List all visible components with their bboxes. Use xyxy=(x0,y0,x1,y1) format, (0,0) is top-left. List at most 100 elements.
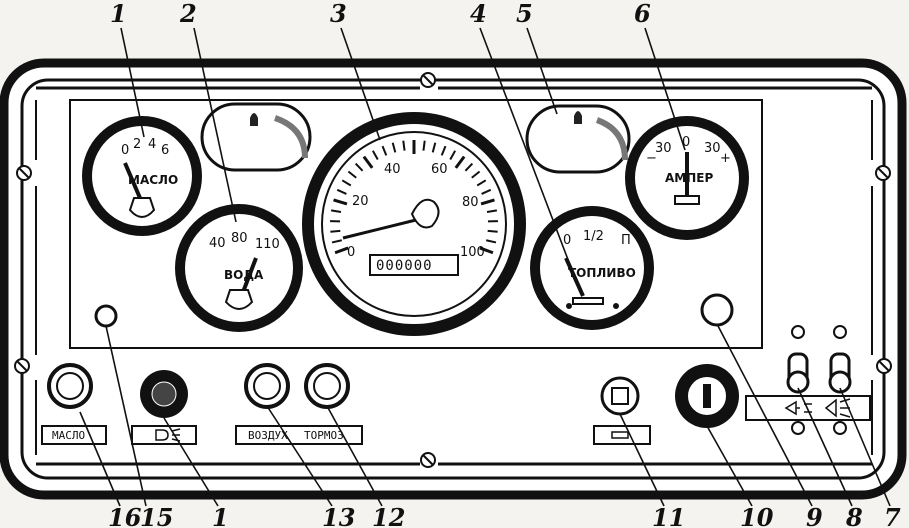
ignition-switch[interactable] xyxy=(675,364,739,428)
fuel-tick-full: П xyxy=(621,233,631,248)
speedometer-tick xyxy=(440,145,447,156)
panel-frame-inner xyxy=(20,78,886,480)
callout-7: 7 xyxy=(884,503,901,528)
callout-9: 9 xyxy=(806,503,823,528)
callout-10: 10 xyxy=(740,503,774,528)
speed-tick-0: 0 xyxy=(347,245,355,260)
oil-plate-label: МАСЛО xyxy=(52,429,85,442)
speed-tick-60: 60 xyxy=(431,162,448,177)
headlight-switch-button[interactable] xyxy=(140,370,188,418)
speedometer-tick xyxy=(402,140,406,151)
speedometer-tick xyxy=(391,142,397,153)
oil-tick-0: 0 xyxy=(121,143,129,158)
speedometer-tick xyxy=(334,246,349,255)
speedometer-tick xyxy=(362,155,374,169)
pilot-light-left xyxy=(94,304,118,328)
speedometer-tick xyxy=(481,188,492,195)
speedometer-tick xyxy=(331,239,343,244)
callout-8: 8 xyxy=(845,503,863,528)
ammeter-minus: − xyxy=(646,151,657,166)
air-brake-plate: ВОЗДУХ ТОРМОЗ xyxy=(235,425,363,445)
speedometer-tick xyxy=(464,162,474,172)
oil-tick-2: 2 xyxy=(133,137,141,152)
callout-4: 4 xyxy=(470,0,487,28)
frame-screws xyxy=(14,72,892,468)
fuel-tick-empty: 0 xyxy=(563,233,571,248)
speedometer-tick xyxy=(381,145,388,156)
callout-6: 6 xyxy=(634,0,651,28)
speedometer-tick xyxy=(431,142,437,153)
speedometer-tick xyxy=(371,150,379,160)
fan-icon xyxy=(784,400,812,416)
water-temperature-gauge: 40 80 110 ВОДА xyxy=(175,204,303,332)
callout-numbers: 1 2 3 4 5 6 16 15 1 13 12 11 10 9 8 7 xyxy=(108,0,901,528)
speedometer-tick xyxy=(480,198,495,206)
brake-lamp xyxy=(304,363,350,409)
instrument-light-switch[interactable] xyxy=(600,376,640,416)
speedometer: 0 20 40 60 80 100 000000 xyxy=(302,112,526,336)
speedometer-tick xyxy=(471,170,481,179)
speed-tick-100: 100 xyxy=(460,245,485,260)
speedometer-tick xyxy=(486,209,498,213)
leader-lines xyxy=(79,27,891,507)
oil-tick-6: 6 xyxy=(161,143,169,158)
speedometer-tick-marks xyxy=(330,140,498,255)
oil-tick-4: 4 xyxy=(148,137,156,152)
warning-lamp-right xyxy=(525,104,631,174)
speed-tick-80: 80 xyxy=(462,195,479,210)
water-tick-110: 110 xyxy=(255,237,280,252)
speedometer-tick xyxy=(333,198,348,206)
speedometer-tick xyxy=(485,239,497,244)
speedometer-needle xyxy=(342,216,425,240)
speedometer-tick xyxy=(449,150,457,160)
fuel-gauge-title: ТОПЛИВО xyxy=(568,266,636,280)
panel-light-plate xyxy=(593,425,651,445)
callout-5: 5 xyxy=(516,0,533,28)
headlight-plate xyxy=(131,425,197,445)
ammeter-title: АМПЕР xyxy=(665,171,713,185)
speedometer-tick xyxy=(487,229,498,233)
speed-tick-20: 20 xyxy=(352,194,369,209)
speedometer-tick xyxy=(341,179,352,187)
speedometer-tick xyxy=(330,229,341,233)
callout-15: 15 xyxy=(140,503,173,528)
callout-2: 2 xyxy=(179,0,197,28)
fuel-gauge: 0 1/2 П ТОПЛИВО xyxy=(530,206,654,330)
speedometer-tick xyxy=(354,162,364,172)
odometer-window xyxy=(369,254,459,276)
ammeter-tick-pos30: 30 xyxy=(704,141,721,156)
fuel-tick-half: 1/2 xyxy=(583,229,604,244)
headlight-icon xyxy=(155,428,181,442)
oil-pressure-gauge: 0 2 4 6 МАСЛО xyxy=(82,116,202,236)
speedometer-tick xyxy=(422,140,426,151)
speedometer-tick xyxy=(454,155,466,169)
warning-lamp-left xyxy=(200,102,312,172)
oil-warning-lamp xyxy=(47,363,93,409)
callout-16: 16 xyxy=(108,503,142,528)
speedometer-tick xyxy=(476,179,487,187)
callout-11: 11 xyxy=(652,503,685,528)
pilot-light-right xyxy=(700,293,734,327)
water-gauge-title: ВОДА xyxy=(224,268,264,282)
ammeter-tick-neg30: 30 xyxy=(655,141,672,156)
brake-plate-label: ТОРМОЗ xyxy=(304,429,344,442)
toggle-switch-heater[interactable] xyxy=(828,325,852,435)
ammeter-tick-0: 0 xyxy=(682,135,690,150)
callout-3: 3 xyxy=(330,0,347,28)
ammeter-plus: + xyxy=(720,151,731,166)
callout-1: 1 xyxy=(110,0,127,28)
ammeter: − 30 0 30 + АМПЕР xyxy=(625,116,749,240)
panel-light-icon xyxy=(611,431,629,439)
water-tick-80: 80 xyxy=(231,231,248,246)
oil-gauge-title: МАСЛО xyxy=(128,173,178,187)
callout-12: 12 xyxy=(372,503,405,528)
air-pressure-lamp xyxy=(244,363,290,409)
speedometer-tick xyxy=(347,170,357,179)
toggle-switch-wiper[interactable] xyxy=(786,325,810,435)
oil-plate: МАСЛО xyxy=(41,425,107,445)
water-tick-40: 40 xyxy=(209,236,226,251)
speedometer-tick xyxy=(479,246,494,255)
odometer-digits: 000000 xyxy=(376,258,433,274)
speedometer-tick xyxy=(330,209,342,213)
